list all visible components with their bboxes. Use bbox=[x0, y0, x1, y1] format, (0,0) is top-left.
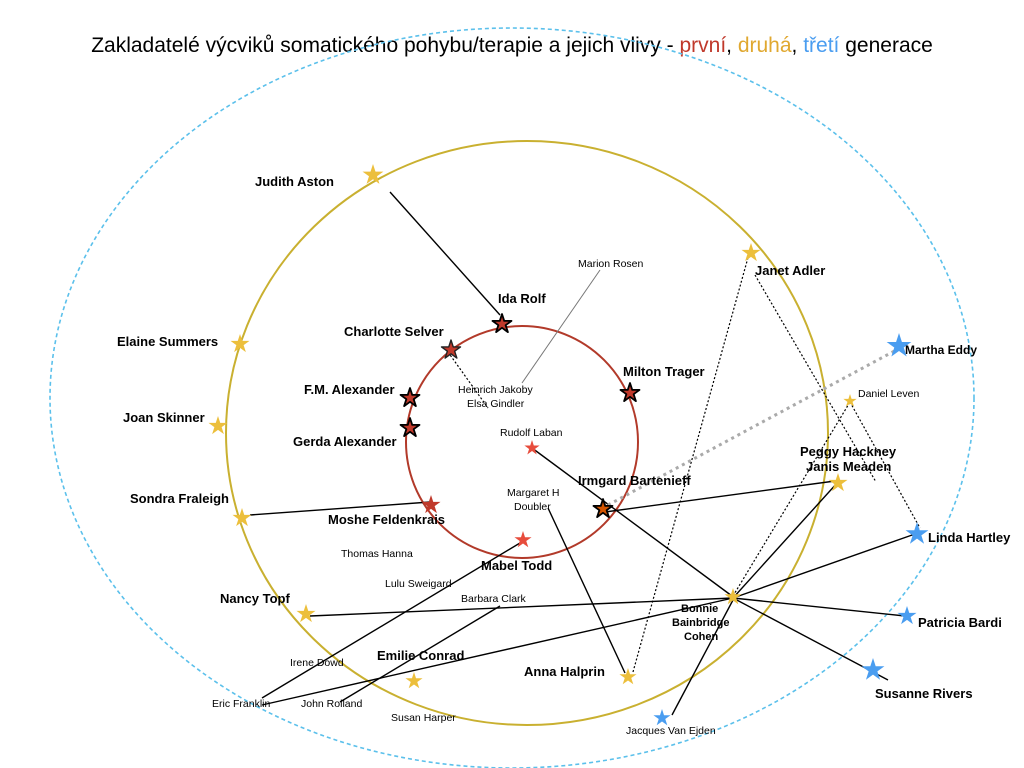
star-fm-alexander bbox=[400, 388, 419, 406]
label-irmgard-bartenieff: Irmgard Bartenieff bbox=[578, 473, 691, 488]
dotted-line bbox=[732, 401, 851, 597]
label-margaret-h: Margaret H bbox=[507, 487, 560, 499]
title-gen1: první bbox=[679, 34, 727, 57]
star-nancy-topf bbox=[296, 604, 316, 623]
label-daniel-leven: Daniel Leven bbox=[858, 388, 919, 400]
connection-line bbox=[671, 599, 734, 716]
connection-line bbox=[249, 501, 431, 516]
label-elsa-gindler: Elsa Gindler bbox=[467, 398, 525, 410]
label-mabel-todd: Mabel Todd bbox=[481, 558, 552, 573]
title-sep2: , bbox=[791, 34, 804, 57]
title-sep1: , bbox=[726, 34, 738, 57]
label-joan-skinner: Joan Skinner bbox=[123, 410, 205, 425]
star-emilie-conrad bbox=[405, 672, 423, 689]
label-gerda-alexander: Gerda Alexander bbox=[293, 434, 397, 449]
star-linda-hartley bbox=[905, 522, 929, 544]
connections bbox=[249, 191, 916, 716]
label-susanne-rivers: Susanne Rivers bbox=[875, 686, 973, 701]
label-rudolf-laban: Rudolf Laban bbox=[500, 427, 563, 439]
label-irene-dowd: Irene Dowd bbox=[290, 657, 344, 669]
label-janet-adler: Janet Adler bbox=[755, 263, 825, 278]
star-daniel-leven bbox=[843, 394, 857, 407]
label-elaine-summers: Elaine Summers bbox=[117, 334, 218, 349]
label-bonnie: Bonnie bbox=[681, 603, 718, 615]
label-linda-hartley: Linda Hartley bbox=[928, 530, 1011, 545]
connection-line bbox=[339, 605, 501, 703]
label-john-rolland: John Rolland bbox=[301, 698, 362, 710]
title-gen2: druhá bbox=[737, 34, 792, 57]
star-gerda-alexander bbox=[400, 418, 419, 436]
middle-ring bbox=[225, 140, 829, 726]
dotted-line bbox=[632, 253, 750, 673]
label-jacques-van-ejden: Jacques Van Ejden bbox=[626, 725, 716, 737]
label-ida-rolf: Ida Rolf bbox=[498, 291, 546, 306]
inner-ring bbox=[405, 325, 639, 559]
star-joan-skinner bbox=[208, 416, 228, 435]
label-nancy-topf: Nancy Topf bbox=[220, 591, 290, 606]
label-fm-alexander: F.M. Alexander bbox=[304, 382, 395, 397]
label-janis-meaden: Janis Meaden bbox=[806, 459, 891, 474]
label-milton-trager: Milton Trager bbox=[623, 364, 705, 379]
connection-line bbox=[604, 480, 836, 513]
connection-line bbox=[261, 542, 521, 699]
dotted-line bbox=[447, 351, 489, 409]
label-emilie-conrad: Emilie Conrad bbox=[377, 648, 464, 663]
connection-line bbox=[531, 447, 733, 597]
connection-line bbox=[547, 507, 626, 674]
connection-line bbox=[261, 597, 734, 706]
title-prefix: Zakladatelé výcviků somatického pohybu/t… bbox=[91, 34, 680, 57]
connection-line bbox=[732, 481, 839, 599]
star-irmgard-bartenieff bbox=[593, 499, 612, 517]
label-anna-halprin: Anna Halprin bbox=[524, 664, 605, 679]
label-sondra-fraleigh: Sondra Fraleigh bbox=[130, 491, 229, 506]
star-jacques-van-ejden bbox=[653, 709, 671, 726]
label-bainbridge: Bainbridge bbox=[672, 617, 729, 629]
labels: Judith Aston Ida Rolf Marion Rosen Janet… bbox=[117, 174, 1011, 737]
connection-line bbox=[309, 597, 734, 617]
title-gen3: třetí bbox=[803, 34, 840, 57]
star-sondra-fraleigh bbox=[232, 508, 252, 527]
label-thomas-hanna: Thomas Hanna bbox=[341, 548, 413, 560]
label-eric-franklin: Eric Franklin bbox=[212, 698, 271, 710]
label-martha-eddy: Martha Eddy bbox=[905, 343, 977, 357]
label-cohen: Cohen bbox=[684, 631, 719, 643]
outer-ring bbox=[49, 27, 975, 768]
label-marion-rosen: Marion Rosen bbox=[578, 258, 644, 270]
label-heinrich-jakoby: Heinrich Jakoby bbox=[458, 384, 533, 396]
label-barbara-clark: Barbara Clark bbox=[461, 593, 527, 605]
star-elaine-summers bbox=[230, 334, 250, 353]
title-suffix: generace bbox=[839, 34, 933, 57]
label-lulu-sweigard: Lulu Sweigard bbox=[385, 578, 452, 590]
label-susan-harper: Susan Harper bbox=[391, 712, 456, 724]
label-charlotte-selver: Charlotte Selver bbox=[344, 324, 444, 339]
connection-line bbox=[732, 533, 916, 599]
connection-line bbox=[732, 597, 906, 617]
dotted-line bbox=[849, 401, 921, 529]
diagram-title: Zakladatelé výcviků somatického pohybu/t… bbox=[0, 34, 1024, 58]
label-judith-aston: Judith Aston bbox=[255, 174, 334, 189]
label-patricia-bardi: Patricia Bardi bbox=[918, 615, 1002, 630]
connection-line bbox=[521, 269, 601, 384]
connection-line bbox=[389, 191, 501, 316]
label-moshe-feldenkrais: Moshe Feldenkrais bbox=[328, 512, 445, 527]
label-peggy-hackney: Peggy Hackney bbox=[800, 444, 897, 459]
label-doubler: Doubler bbox=[514, 501, 551, 513]
dotted-connections bbox=[447, 253, 921, 673]
